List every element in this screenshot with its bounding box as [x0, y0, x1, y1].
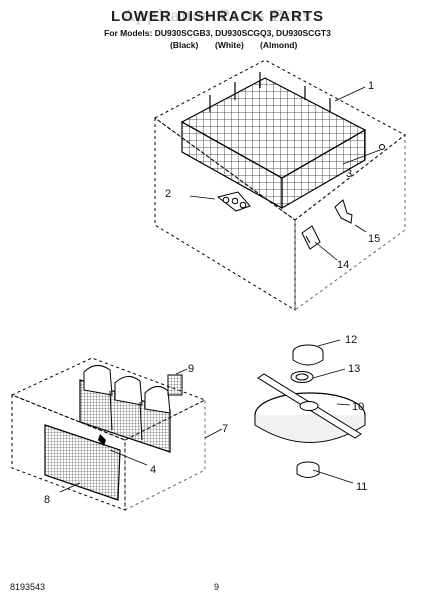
seal-13: [290, 371, 314, 383]
callout-13: 13: [348, 363, 360, 375]
clip-14: [301, 225, 321, 250]
callout-1: 1: [368, 80, 374, 92]
color-black: (Black): [170, 40, 199, 50]
callout-11: 11: [356, 481, 367, 493]
clip-15: [334, 199, 353, 224]
rack-stop-3: [379, 144, 385, 150]
silverware-basket: [79, 365, 171, 453]
callout-8: 8: [44, 494, 50, 506]
callout-9: 9: [188, 363, 194, 375]
spray-arm-10: [254, 373, 366, 443]
callout-3: 3: [346, 168, 352, 180]
page-title: LOWER DISHRACK PARTS: [110, 8, 325, 25]
bearing-ring-11: [296, 461, 320, 478]
callout-4: 4: [150, 464, 156, 476]
page-number: 9: [214, 582, 220, 592]
rack-roller-2: [216, 191, 251, 212]
basket-insert-9: [167, 374, 183, 396]
dishrack-group: [154, 59, 406, 311]
models-line: For Models: DU930SCGB3, DU930SCGQ3, DU93…: [104, 28, 331, 38]
lower-dishrack: [180, 72, 367, 210]
callout-7: 7: [222, 423, 228, 435]
callout-10: 10: [352, 401, 364, 413]
callout-2: 2: [165, 188, 171, 200]
callout-14: 14: [337, 259, 349, 271]
watermark: Appliance Parts Pros: [123, 6, 312, 25]
callout-15: 15: [368, 233, 380, 245]
basket-lid-8: [44, 424, 121, 501]
basket-handle-4: [98, 434, 106, 446]
color-almond: (Almond): [260, 40, 298, 50]
color-white: (White): [215, 40, 244, 50]
doc-number: 8193543: [10, 582, 46, 592]
leader-lines: [59, 86, 381, 493]
callout-12: 12: [345, 334, 357, 346]
spray-arm-hub-12: [292, 344, 324, 366]
silverware-basket-group: [10, 357, 207, 511]
